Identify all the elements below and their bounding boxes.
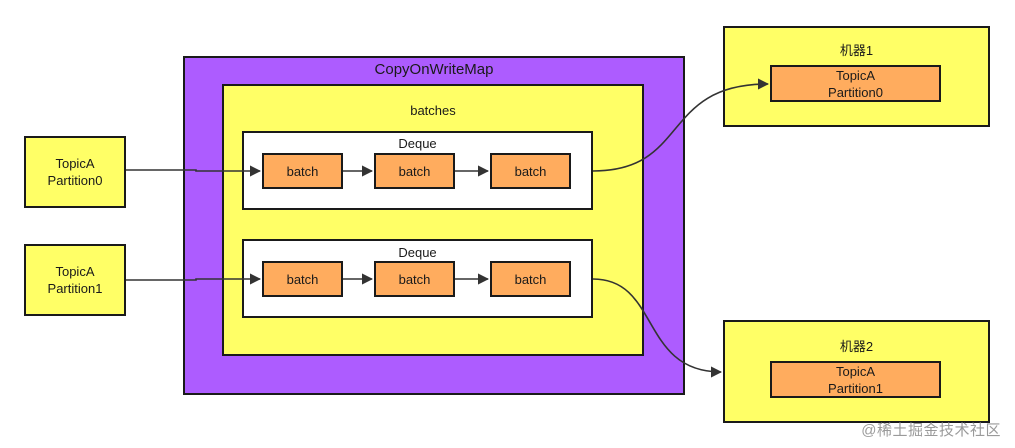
source-partition-0: TopicA Partition0: [24, 136, 126, 208]
machine-partition-1-partition: Partition1: [828, 380, 883, 396]
arrow-source1-to-batch: [126, 273, 262, 285]
source-partition-0-topic: TopicA: [55, 156, 95, 171]
machine-partition-0: TopicA Partition0: [770, 65, 941, 102]
source-partition-1: TopicA Partition1: [24, 244, 126, 316]
deque-label-1: Deque: [398, 245, 437, 260]
source-partition-1-partition: Partition1: [47, 281, 103, 296]
machine-partition-0-topic: TopicA: [835, 67, 875, 83]
batch-box-1-1: batch: [374, 261, 455, 297]
arrow-source0-to-batch: [126, 165, 262, 177]
copy-on-write-map-title: CopyOnWriteMap: [374, 61, 494, 78]
batch-box-1-0: batch: [262, 261, 343, 297]
batch-box-1-2: batch: [490, 261, 571, 297]
batch-box-0-0: batch: [262, 153, 343, 189]
machine-label-0: 机器1: [839, 43, 874, 58]
batch-box-0-2: batch: [490, 153, 571, 189]
deque-label-0: Deque: [398, 136, 437, 151]
machine-partition-0-partition: Partition0: [828, 84, 883, 100]
watermark: @稀土掘金技术社区: [861, 422, 1001, 439]
batch-box-0-1: batch: [374, 153, 455, 189]
batches-title: batches: [410, 103, 456, 118]
arrow-deque1-to-machine1: [592, 278, 723, 378]
source-partition-1-topic: TopicA: [55, 264, 95, 279]
machine-partition-1: TopicA Partition1: [770, 361, 941, 398]
source-partition-0-partition: Partition0: [47, 173, 103, 188]
machine-label-1: 机器2: [839, 339, 874, 354]
machine-partition-1-topic: TopicA: [835, 363, 875, 379]
arrow-deque0-to-machine0: [592, 78, 770, 172]
